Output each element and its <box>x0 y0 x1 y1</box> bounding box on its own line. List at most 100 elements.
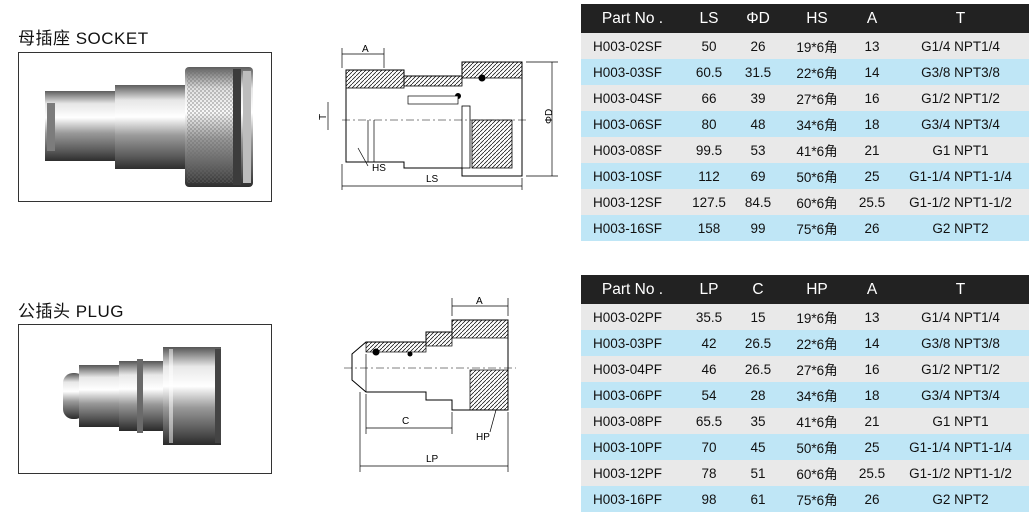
plug-heading: 公插头 PLUG <box>18 302 125 321</box>
table-row: H003-06SF 80 48 34*6角 18 G3/4 NPT3/4 <box>581 111 1029 137</box>
table-cell: 53 <box>734 137 782 163</box>
socket-dim-d-label: ΦD <box>544 109 555 124</box>
table-cell: 25.5 <box>852 189 892 215</box>
plug-technical-drawing: A C HP LP <box>330 292 530 478</box>
table-cell: H003-12SF <box>581 189 684 215</box>
table-cell: 28 <box>734 382 782 408</box>
table-cell: 31.5 <box>734 59 782 85</box>
table-cell: H003-02PF <box>581 304 684 330</box>
table-cell: G3/8 NPT3/8 <box>892 59 1029 85</box>
plug-dim-hp-label: HP <box>476 432 490 443</box>
table-cell: 15 <box>734 304 782 330</box>
table-row: H003-03PF 42 26.5 22*6角 14 G3/8 NPT3/8 <box>581 330 1029 356</box>
table-cell: G1/4 NPT1/4 <box>892 304 1029 330</box>
table-cell: 60.5 <box>684 59 734 85</box>
table-cell: 54 <box>684 382 734 408</box>
table-cell: 21 <box>852 408 892 434</box>
table-cell: 80 <box>684 111 734 137</box>
table-cell: 50*6角 <box>782 434 852 460</box>
table-cell: 22*6角 <box>782 330 852 356</box>
plug-photo <box>18 324 272 474</box>
table-cell: H003-04PF <box>581 356 684 382</box>
table-cell: H003-06SF <box>581 111 684 137</box>
column-header: A <box>852 4 892 33</box>
table-cell: 158 <box>684 215 734 241</box>
table-row: H003-08PF 65.5 35 41*6角 21 G1 NPT1 <box>581 408 1029 434</box>
column-header: LP <box>684 275 734 304</box>
table-row: H003-10SF 112 69 50*6角 25 G1-1/4 NPT1-1/… <box>581 163 1029 189</box>
table-cell: 84.5 <box>734 189 782 215</box>
column-header: ΦD <box>734 4 782 33</box>
table-cell: G1 NPT1 <box>892 137 1029 163</box>
table-row: H003-02SF 50 26 19*6角 13 G1/4 NPT1/4 <box>581 33 1029 59</box>
table-cell: G1/2 NPT1/2 <box>892 356 1029 382</box>
table-cell: 25 <box>852 434 892 460</box>
table-row: H003-10PF 70 45 50*6角 25 G1-1/4 NPT1-1/4 <box>581 434 1029 460</box>
table-cell: 26 <box>734 33 782 59</box>
table-row: H003-04SF 66 39 27*6角 16 G1/2 NPT1/2 <box>581 85 1029 111</box>
table-cell: 66 <box>684 85 734 111</box>
socket-table-header: Part No . LS ΦD HS A T <box>581 4 1029 33</box>
table-cell: 18 <box>852 382 892 408</box>
table-cell: 26.5 <box>734 356 782 382</box>
socket-technical-drawing: A T HS LS ΦD <box>312 40 574 200</box>
column-header: A <box>852 275 892 304</box>
table-cell: G2 NPT2 <box>892 486 1029 512</box>
table-cell: 42 <box>684 330 734 356</box>
table-cell: G1 NPT1 <box>892 408 1029 434</box>
table-cell: 21 <box>852 137 892 163</box>
table-cell: 27*6角 <box>782 85 852 111</box>
column-header: HP <box>782 275 852 304</box>
table-cell: H003-06PF <box>581 382 684 408</box>
table-cell: H003-10PF <box>581 434 684 460</box>
table-cell: G1-1/2 NPT1-1/2 <box>892 460 1029 486</box>
table-cell: 19*6角 <box>782 304 852 330</box>
plug-spec-table: Part No . LP C HP A T H003-02PF 35.5 15 … <box>581 275 1029 512</box>
table-cell: 13 <box>852 33 892 59</box>
table-cell: H003-12PF <box>581 460 684 486</box>
table-cell: 61 <box>734 486 782 512</box>
table-cell: G1-1/4 NPT1-1/4 <box>892 434 1029 460</box>
plug-dim-lp-label: LP <box>426 454 439 465</box>
table-cell: H003-08PF <box>581 408 684 434</box>
column-header: Part No . <box>581 275 684 304</box>
plug-dim-c-label: C <box>402 416 409 427</box>
table-cell: 78 <box>684 460 734 486</box>
table-cell: 69 <box>734 163 782 189</box>
table-cell: 19*6角 <box>782 33 852 59</box>
socket-heading: 母插座 SOCKET <box>18 29 149 48</box>
table-cell: 50*6角 <box>782 163 852 189</box>
column-header: Part No . <box>581 4 684 33</box>
table-cell: 99.5 <box>684 137 734 163</box>
table-cell: H003-10SF <box>581 163 684 189</box>
table-row: H003-02PF 35.5 15 19*6角 13 G1/4 NPT1/4 <box>581 304 1029 330</box>
table-cell: H003-16SF <box>581 215 684 241</box>
table-row: H003-04PF 46 26.5 27*6角 16 G1/2 NPT1/2 <box>581 356 1029 382</box>
table-cell: 127.5 <box>684 189 734 215</box>
table-cell: 13 <box>852 304 892 330</box>
table-cell: 45 <box>734 434 782 460</box>
table-row: H003-12SF 127.5 84.5 60*6角 25.5 G1-1/2 N… <box>581 189 1029 215</box>
table-cell: 41*6角 <box>782 137 852 163</box>
table-cell: 16 <box>852 85 892 111</box>
table-cell: 48 <box>734 111 782 137</box>
table-cell: H003-16PF <box>581 486 684 512</box>
table-row: H003-06PF 54 28 34*6角 18 G3/4 NPT3/4 <box>581 382 1029 408</box>
table-cell: 34*6角 <box>782 382 852 408</box>
table-cell: 25.5 <box>852 460 892 486</box>
table-cell: 14 <box>852 330 892 356</box>
table-cell: 41*6角 <box>782 408 852 434</box>
table-cell: 39 <box>734 85 782 111</box>
table-row: H003-12PF 78 51 60*6角 25.5 G1-1/2 NPT1-1… <box>581 460 1029 486</box>
table-cell: 35 <box>734 408 782 434</box>
socket-photo <box>18 52 272 202</box>
table-row: H003-16SF 158 99 75*6角 26 G2 NPT2 <box>581 215 1029 241</box>
column-header: T <box>892 275 1029 304</box>
table-cell: 26.5 <box>734 330 782 356</box>
socket-dim-hs-label: HS <box>372 163 386 174</box>
column-header: T <box>892 4 1029 33</box>
table-cell: 112 <box>684 163 734 189</box>
table-cell: 35.5 <box>684 304 734 330</box>
column-header: LS <box>684 4 734 33</box>
plug-dim-a-label: A <box>476 296 483 307</box>
